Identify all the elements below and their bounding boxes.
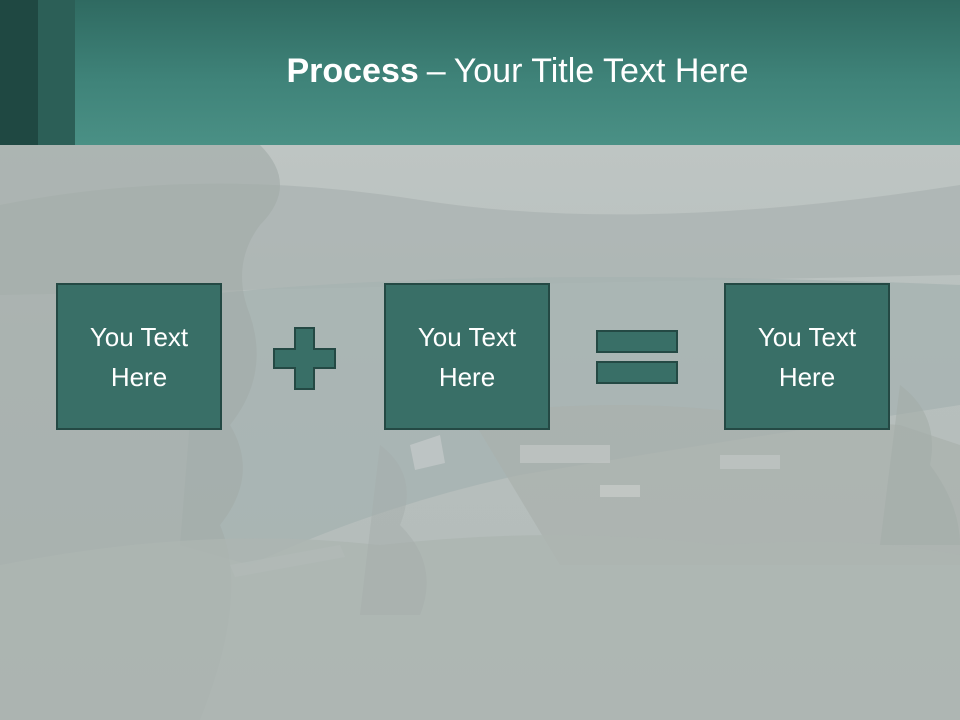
process-box-label: You Text Here [757, 321, 857, 392]
background-photo [0, 145, 960, 720]
title-bold: Process [286, 52, 419, 90]
slide-title: Process–Your Title Text Here [75, 52, 960, 91]
title-separator: – [426, 52, 446, 90]
process-box-label: You Text Here [89, 321, 189, 392]
header-accent-dark [0, 0, 38, 145]
title-rest: Your Title Text Here [453, 52, 749, 90]
harbor-aerial-image [0, 145, 960, 720]
process-box-1[interactable]: You Text Here [56, 283, 222, 430]
equals-icon [596, 330, 678, 384]
process-box-3[interactable]: You Text Here [724, 283, 890, 430]
header-band: Process–Your Title Text Here [0, 0, 960, 145]
process-box-2[interactable]: You Text Here [384, 283, 550, 430]
plus-icon [273, 327, 336, 390]
process-box-label: You Text Here [417, 321, 517, 392]
header-accent-mid [38, 0, 75, 145]
